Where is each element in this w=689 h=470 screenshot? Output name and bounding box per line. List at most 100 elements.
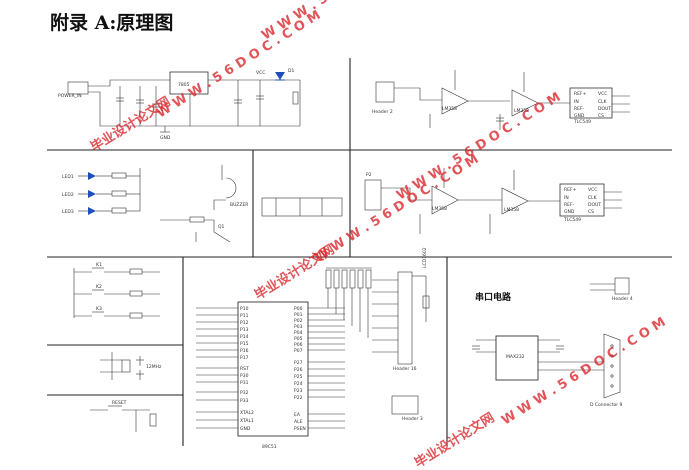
mcu-pin: P27 xyxy=(294,360,303,366)
top-adc-pin: CLK xyxy=(598,99,608,105)
mcu-pin: P30 xyxy=(240,373,249,379)
top-adc-pin: DOUT xyxy=(598,106,611,112)
crystal-label: 12MHz xyxy=(146,364,162,370)
mid-adc-pin: DOUT xyxy=(588,202,601,208)
mcu-label: 89C51 xyxy=(262,444,277,450)
header3-label: Header 3 xyxy=(402,416,423,422)
mid-adc-pin: CS xyxy=(588,209,594,215)
serial-title: 串口电路 xyxy=(475,291,512,303)
top-adc-pin: GND xyxy=(574,113,585,119)
reset-label: RESET xyxy=(112,400,127,406)
power-supply-circuit xyxy=(67,71,301,133)
mid-opamp-1-label: LM358 xyxy=(432,206,447,212)
power-vcc-label: VCC xyxy=(256,70,265,76)
mid-adc-pin: REF- xyxy=(564,202,575,208)
serial-chip-label: MAX232 xyxy=(506,354,525,360)
mcu-pin: P15 xyxy=(240,341,249,347)
power-gnd-label: GND xyxy=(160,135,171,141)
top-adc-pin: REF- xyxy=(574,106,585,112)
key-label: K1 xyxy=(96,262,102,268)
serial-connector-label: D Connector 9 xyxy=(590,402,623,408)
sensor-amplifier-top xyxy=(375,70,630,130)
header4-label: Header 4 xyxy=(612,296,633,302)
mid-adc-pin: IN xyxy=(564,195,569,201)
mcu-pin: P02 xyxy=(294,318,303,324)
top-adc-pin: VCC xyxy=(598,91,607,97)
mcu-pin: P06 xyxy=(294,342,303,348)
mcu-pin: PSEN xyxy=(294,426,306,432)
indicator-led-circuit xyxy=(78,165,237,243)
mid-adc-pin: GND xyxy=(564,209,575,215)
top-opamp-2-label: LM358 xyxy=(514,108,529,114)
regulator-label: 7805 xyxy=(178,82,190,88)
mcu-pin: P26 xyxy=(294,367,303,373)
mcu-pin: P17 xyxy=(240,355,249,361)
top-adc-label: TLC549 xyxy=(573,119,591,125)
power-led xyxy=(275,72,285,81)
mcu-pin: P10 xyxy=(240,306,249,312)
mid-adc-pin: REF+ xyxy=(564,187,577,193)
serial-circuit xyxy=(472,277,630,399)
keypad-circuit xyxy=(73,267,160,432)
mcu-left-pin-labels: P10 P11 P12 P13 P14 P15 P16 P17 RST P30 … xyxy=(240,306,254,432)
lcd-header-label: Header 16 xyxy=(393,366,417,372)
top-adc-pin: REF+ xyxy=(574,91,587,97)
led-label: LED1 xyxy=(62,174,74,180)
mcu-right-wires xyxy=(308,307,345,429)
mcu-pin: P07 xyxy=(294,348,303,354)
mcu-pin: XTAL2 xyxy=(240,410,254,416)
mcu-pin: GND xyxy=(240,426,251,432)
mcu-pin: P32 xyxy=(240,390,249,396)
mcu-pin: RST xyxy=(240,366,249,372)
mcu-pin: P24 xyxy=(294,381,303,387)
mcu-pin: P33 xyxy=(240,398,249,404)
mcu-pin: P16 xyxy=(240,348,249,354)
power-led-label: D1 xyxy=(288,68,294,74)
top-header-label: Header 2 xyxy=(372,109,393,115)
lcd-connector xyxy=(372,271,430,415)
mcu-pin: P01 xyxy=(294,312,303,318)
page-heading: 附录 A:原理图 xyxy=(50,12,174,34)
power-jack-label: POWER_IN xyxy=(58,93,82,99)
led-label: LED2 xyxy=(62,192,74,198)
mcu-pin: P00 xyxy=(294,306,303,312)
mcu-pin: P25 xyxy=(294,374,303,380)
key-label: K2 xyxy=(96,284,102,290)
mcu-left-wires xyxy=(196,307,238,429)
buzzer-label: BUZZER xyxy=(230,202,248,208)
mcu-pin: ALE xyxy=(294,419,303,425)
top-adc-pin: CS xyxy=(598,113,604,119)
mcu-pin: P31 xyxy=(240,380,249,386)
sensor-amplifier-mid xyxy=(261,168,622,234)
mcu-pin: EA xyxy=(294,412,301,418)
mcu-right-pin-labels: P00 P01 P02 P03 P04 P05 P06 P07 P27 P26 … xyxy=(294,306,306,432)
mcu-pin: P22 xyxy=(294,395,303,401)
mcu-pin: XTAL1 xyxy=(240,418,254,424)
mcu-pin: P03 xyxy=(294,324,303,330)
section-dividers xyxy=(47,58,672,446)
led-label: LED3 xyxy=(62,209,74,215)
mid-adc-pin: CLK xyxy=(588,195,598,201)
mcu-pin: P11 xyxy=(240,313,249,319)
mid-opamp-2-label: LM358 xyxy=(504,207,519,213)
pullup-resistor-array xyxy=(325,267,372,338)
mcu-pin: P04 xyxy=(294,330,303,336)
mcu-pin: P12 xyxy=(240,320,249,326)
mcu-chip xyxy=(196,267,372,437)
mcu-pin: P13 xyxy=(240,327,249,333)
mid-adc-pins: REF+ VCC IN CLK REF- DOUT GND CS xyxy=(564,187,601,215)
led-icons xyxy=(88,172,96,215)
lcd-label: LCD1602 xyxy=(422,247,428,268)
top-opamp-1-label: LM358 xyxy=(442,106,457,112)
mid-header-label: P2 xyxy=(366,172,372,178)
top-adc-pin: IN xyxy=(574,99,579,105)
key-label: K3 xyxy=(96,306,102,312)
mid-adc-label: TLC549 xyxy=(563,217,581,223)
mcu-pin: P05 xyxy=(294,336,303,342)
mcu-pin: P14 xyxy=(240,334,249,340)
mcu-pin: P23 xyxy=(294,388,303,394)
top-adc-pins: REF+ VCC IN CLK REF- DOUT GND CS xyxy=(574,91,611,119)
mid-adc-pin: VCC xyxy=(588,187,597,193)
